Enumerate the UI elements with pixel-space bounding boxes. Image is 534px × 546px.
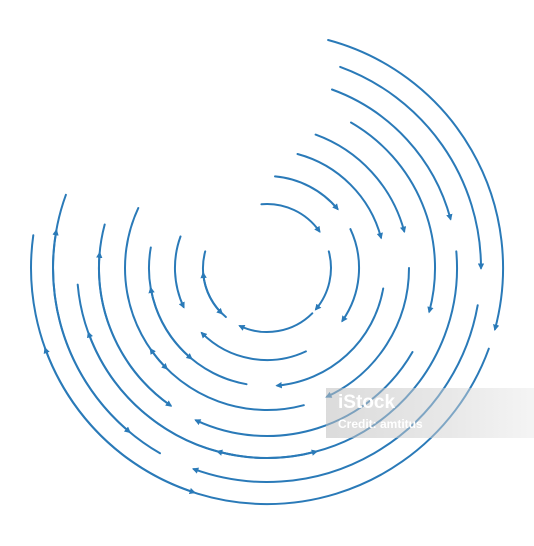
arrow-arc xyxy=(238,312,314,333)
arrow-arc xyxy=(296,153,383,240)
arrow-arc xyxy=(174,235,185,309)
arrow-arc xyxy=(339,65,485,270)
arrow-arc xyxy=(331,88,453,221)
arrow-arc xyxy=(87,331,235,457)
arrow-arc xyxy=(200,331,307,362)
arrow-arc xyxy=(350,121,437,314)
arrow-arc xyxy=(191,304,479,483)
arrow-arc xyxy=(260,202,321,233)
arrow-arc xyxy=(275,287,385,389)
arrow-arc xyxy=(149,347,305,412)
arrow-arc xyxy=(194,351,414,438)
arrow-arc xyxy=(314,250,332,311)
arrow-arc xyxy=(274,175,339,211)
arrow-arc xyxy=(76,283,319,459)
watermark-brand: iStock xyxy=(338,392,396,413)
arrow-arc xyxy=(52,193,131,434)
watermark-credit: Credit: amtitus xyxy=(338,417,423,431)
arrow-arc xyxy=(96,251,172,407)
arrow-arc xyxy=(314,133,407,234)
arrow-arc xyxy=(148,246,193,360)
arrow-arc xyxy=(325,267,410,398)
arrow-arc xyxy=(200,271,227,318)
arrow-arc xyxy=(327,39,505,331)
arrow-arc xyxy=(202,250,224,315)
istock-watermark: iStock Credit: amtitus xyxy=(326,388,534,438)
arrow-arc xyxy=(148,286,248,386)
arrow-arc xyxy=(52,228,161,455)
arrow-arc xyxy=(30,234,196,495)
arrow-arc xyxy=(124,207,168,370)
arrow-arc xyxy=(341,228,360,323)
